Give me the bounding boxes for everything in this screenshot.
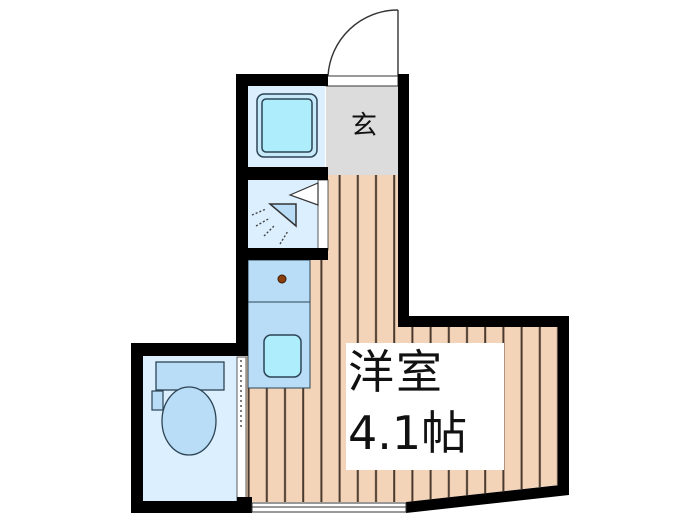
kitchen-counter: [247, 259, 311, 389]
entrance-door[interactable]: [325, 9, 399, 87]
bath-room: [248, 86, 325, 167]
toilet-bowl-icon: [161, 386, 217, 456]
entrance-label: 玄: [350, 111, 377, 141]
entrance-area: [326, 86, 398, 175]
toilet-room: [143, 355, 247, 504]
sink-icon: [263, 334, 302, 378]
bottom-window: [251, 502, 407, 513]
room-name-label: 洋室: [348, 345, 444, 399]
room-label-background: [346, 343, 504, 470]
room-size-label: 4.1帖: [348, 406, 468, 460]
stove-burner-icon: [277, 274, 287, 284]
shower-room: [248, 179, 329, 251]
walls: [131, 74, 569, 513]
